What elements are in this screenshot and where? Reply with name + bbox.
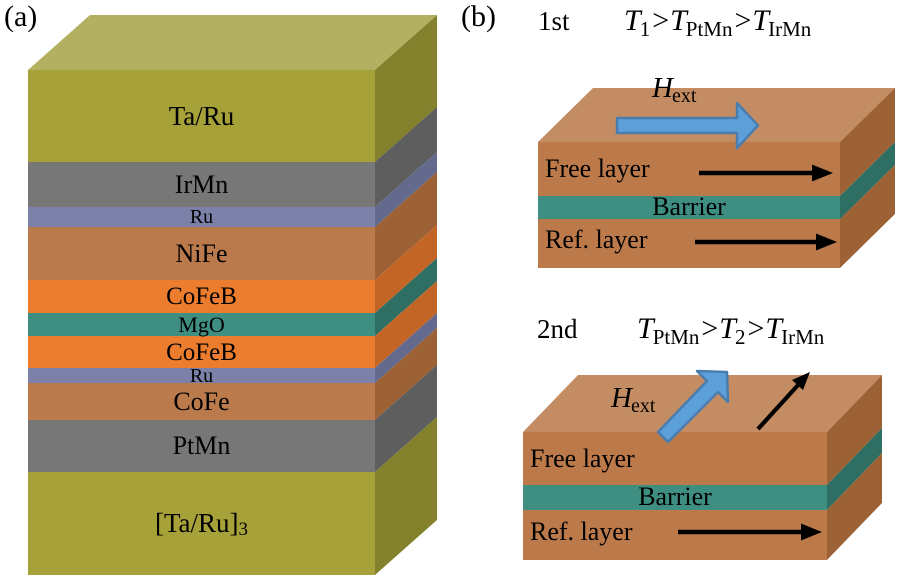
stack-label-cofe: CoFe: [173, 386, 230, 416]
step1-s1: 1: [639, 16, 651, 41]
stack-label-mgo: MgO: [178, 311, 225, 337]
stack-front-irmn: [28, 162, 375, 207]
box1-front-barrier: [538, 196, 840, 219]
stack-front-ru-bottom: [28, 368, 375, 383]
stack-side-ru-bottom: [375, 313, 437, 383]
stack-side-ta-ru: [375, 15, 437, 162]
step1-t2: T: [670, 4, 687, 37]
stack-front-cofeb-bottom: [28, 336, 375, 368]
box2-front-free: [523, 432, 827, 485]
ref1-arrow-head: [816, 233, 837, 251]
stack-label-ptmn: PtMn: [172, 431, 231, 460]
step1-s3: IrMn: [768, 16, 812, 41]
box2-side-barrier: [827, 428, 882, 510]
step1-s2: PtMn: [685, 16, 733, 41]
stack-label-ta-ru-3: [Ta/Ru]3: [28, 472, 375, 575]
stack-side-nife: [375, 172, 437, 280]
free2-arrow-shaft: [756, 382, 801, 431]
step1-t1: T: [624, 4, 641, 37]
step2-t3: T: [765, 312, 783, 345]
step1-word: 1st: [538, 6, 570, 36]
hext2-base: H: [611, 382, 632, 414]
stack-front-ta-ru-3: [28, 472, 375, 575]
stack-label-irmn: IrMn: [174, 169, 229, 199]
ta-ru-3-sub: 3: [238, 519, 249, 540]
ta-ru-3-base: [Ta/Ru]: [154, 508, 239, 538]
stack-front-cofe: [28, 383, 375, 420]
stack-side-cofe: [375, 328, 437, 420]
box2-side-ref: [827, 453, 882, 560]
box1-front-free: [538, 142, 840, 196]
free2-arrow-head: [792, 372, 810, 390]
box1-barrier-label: Barrier: [652, 192, 726, 221]
ref2-arrow-head: [801, 523, 822, 541]
step2-s2: 2: [734, 324, 746, 349]
stack-front-ptmn: [28, 420, 375, 472]
stack-label-cofeb-top: CoFeB: [166, 283, 237, 310]
step2-gt2: >: [747, 312, 765, 345]
stack-front-ta-ru: [28, 70, 375, 162]
box2-front-barrier: [523, 485, 827, 510]
stack-front-mgo: [28, 313, 375, 336]
free1-arrow-head: [812, 164, 833, 182]
stack-side-irmn: [375, 107, 437, 207]
stack-side-ru-top: [375, 152, 437, 227]
stack-front-ru-top: [28, 207, 375, 227]
box1-ref-label: Ref. layer: [545, 224, 648, 254]
stack-front-cofeb-top: [28, 280, 375, 313]
box2-barrier-label: Barrier: [638, 482, 712, 511]
box1-free-label: Free layer: [545, 154, 650, 183]
box2-free-label: Free layer: [530, 443, 635, 473]
stack-side-ptmn: [375, 365, 437, 472]
step1-gt2: >: [734, 4, 752, 37]
panel-b-label: (b): [461, 0, 496, 33]
panel-a-label: (a): [4, 0, 38, 33]
stack-top-face: [28, 15, 437, 70]
step2-s1: PtMn: [652, 324, 700, 349]
box2-ref-label: Ref. layer: [530, 517, 633, 546]
step2-s3: IrMn: [781, 324, 825, 349]
stack-label-ru-top: Ru: [189, 206, 214, 228]
stack-label-nife: NiFe: [175, 238, 228, 268]
hext2-sub: ext: [630, 394, 656, 417]
hext-arrow-2: [656, 369, 730, 444]
box1-side-ref: [840, 165, 895, 268]
box1-side-free: [840, 88, 895, 196]
hext1-base: H: [652, 72, 673, 104]
stack-label-cofeb-bottom: CoFeB: [166, 338, 237, 366]
stack-side-ta-ru-3: [375, 417, 437, 575]
stack-side-mgo: [375, 258, 437, 336]
stack-label-ta-ru: Ta/Ru: [168, 100, 235, 131]
step2-t2: T: [719, 312, 736, 345]
hext1-sub: ext: [671, 84, 697, 107]
stack-front-nife: [28, 227, 375, 280]
stack-side-cofeb-bottom: [375, 281, 437, 368]
hext-arrow-1: [615, 101, 760, 150]
box2-front-ref: [523, 510, 827, 560]
step2-word: 2nd: [537, 314, 578, 344]
box2-side-free: [827, 375, 882, 485]
box1-side-barrier: [840, 142, 895, 219]
step1-gt1: >: [652, 4, 670, 37]
step1-t3: T: [752, 4, 770, 37]
step2-t1: T: [637, 312, 654, 345]
stack-side-cofeb-top: [375, 225, 437, 313]
stack-label-ru-bottom: Ru: [189, 364, 214, 387]
step2-gt1: >: [701, 312, 719, 345]
